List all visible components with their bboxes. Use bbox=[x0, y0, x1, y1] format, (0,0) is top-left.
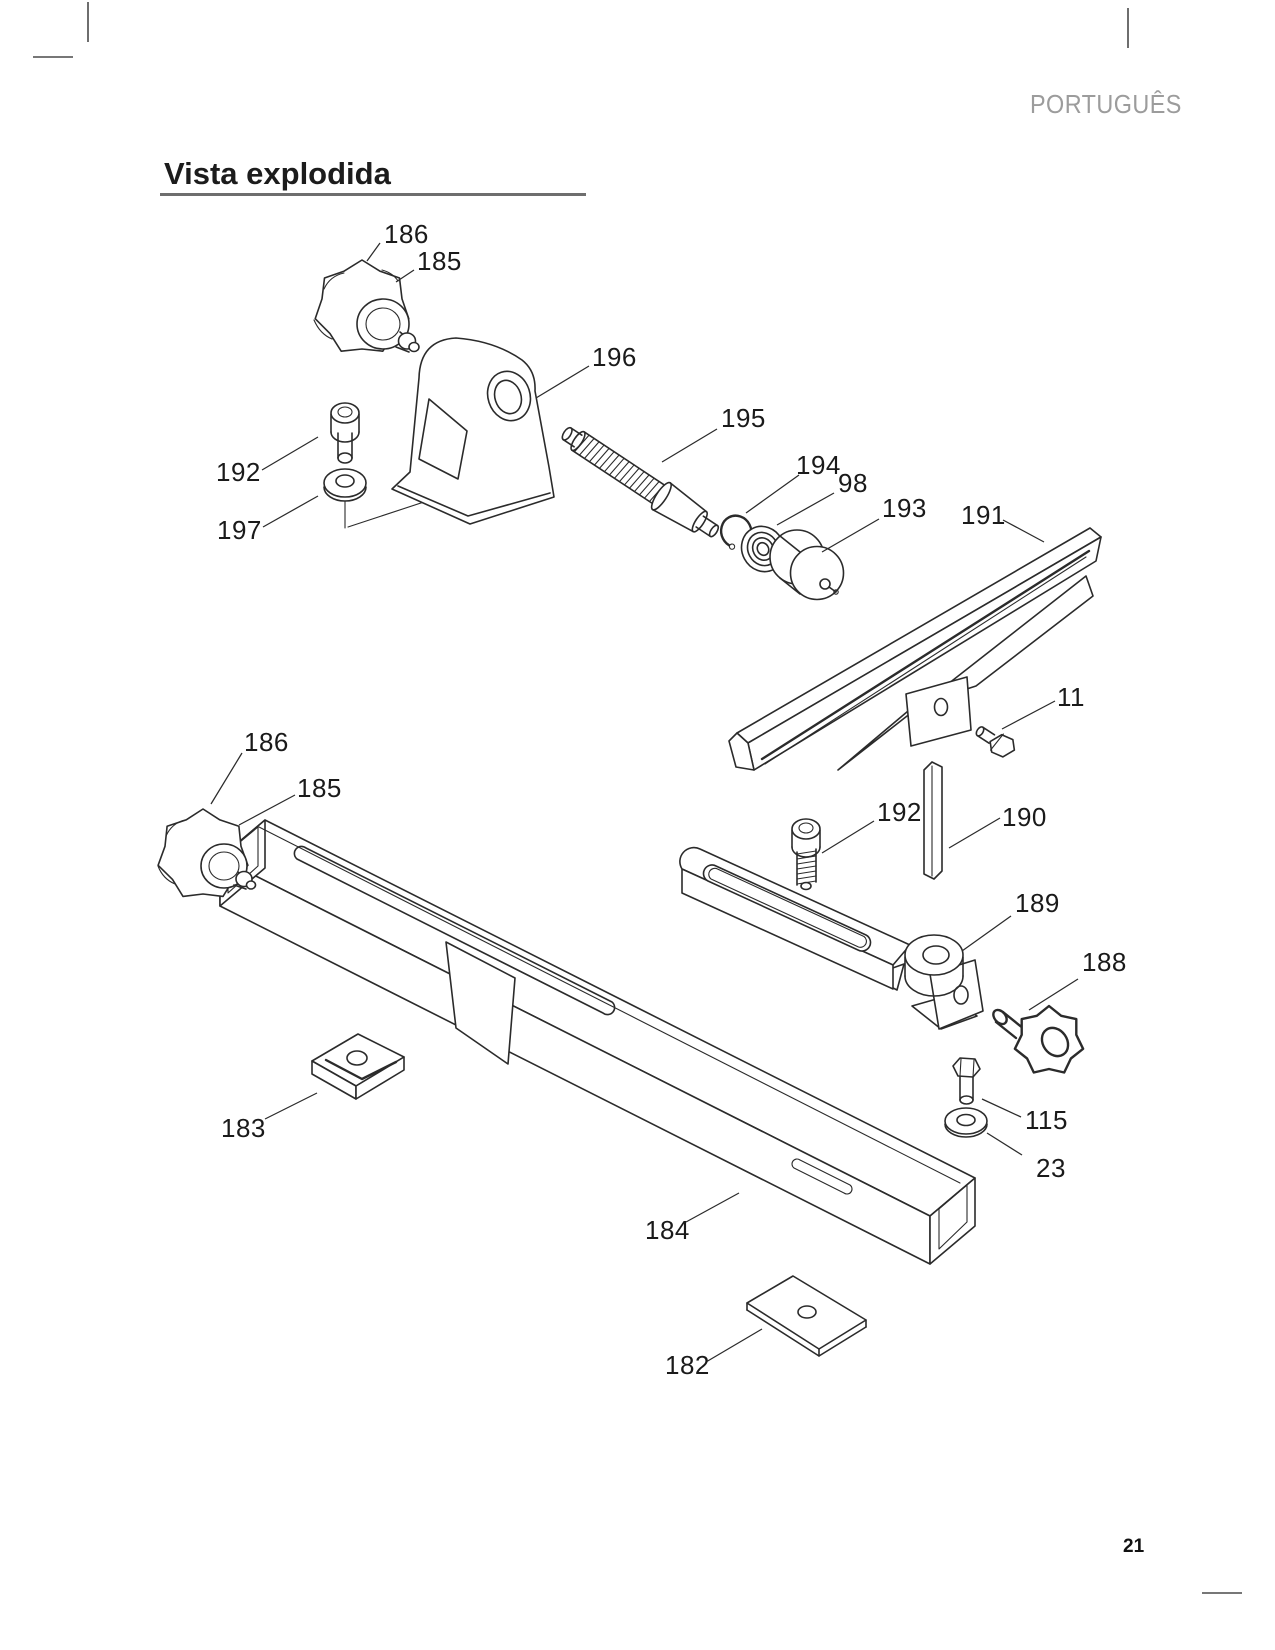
page-title: Vista explodida bbox=[164, 156, 391, 191]
leader-lines bbox=[210, 242, 1079, 1363]
part-square-rod bbox=[923, 761, 943, 880]
callout-196: 196 bbox=[592, 342, 637, 372]
part-washer bbox=[944, 1107, 988, 1138]
language-label: PORTUGUÊS bbox=[1030, 89, 1182, 119]
callout-191: 191 bbox=[961, 500, 1006, 530]
part-star-knob bbox=[992, 1004, 1085, 1074]
callout-185-lower: 185 bbox=[297, 773, 342, 803]
print-crop-marks bbox=[33, 2, 1242, 1594]
part-fence-rail bbox=[728, 527, 1102, 771]
callout-23: 23 bbox=[1036, 1153, 1066, 1183]
part-slide-plate bbox=[311, 1033, 405, 1100]
part-base-plate bbox=[746, 1275, 867, 1357]
part-bracket bbox=[391, 337, 555, 525]
part-roller bbox=[769, 529, 845, 601]
part-screw-top bbox=[330, 402, 360, 464]
callout-182: 182 bbox=[665, 1350, 710, 1380]
callout-189: 189 bbox=[1015, 888, 1060, 918]
part-beam bbox=[219, 819, 976, 1265]
callout-98: 98 bbox=[838, 468, 868, 498]
part-knob-top bbox=[313, 259, 420, 353]
callout-192-top: 192 bbox=[216, 457, 261, 487]
page-number: 21 bbox=[1123, 1536, 1145, 1557]
callout-115: 115 bbox=[1025, 1105, 1068, 1135]
callout-194: 194 bbox=[796, 450, 841, 480]
callout-185-top: 185 bbox=[417, 246, 462, 276]
part-hex-bolt bbox=[952, 1057, 981, 1105]
callout-193: 193 bbox=[882, 493, 927, 523]
callout-188: 188 bbox=[1082, 947, 1127, 977]
callout-186-top: 186 bbox=[384, 219, 429, 249]
callout-183: 183 bbox=[221, 1113, 266, 1143]
callout-184: 184 bbox=[645, 1215, 690, 1245]
callout-190: 190 bbox=[1002, 802, 1047, 832]
part-lead-screw bbox=[561, 426, 720, 538]
callout-195: 195 bbox=[721, 403, 766, 433]
callout-186-lower: 186 bbox=[244, 727, 289, 757]
part-knob-left bbox=[157, 808, 257, 898]
callout-192-lower: 192 bbox=[877, 797, 922, 827]
part-screw-lower bbox=[791, 818, 821, 891]
part-stop-arm bbox=[679, 846, 984, 1030]
title-rule bbox=[160, 193, 586, 196]
part-hex-bolt-small bbox=[975, 726, 1016, 758]
callout-197: 197 bbox=[217, 515, 262, 545]
callout-11: 11 bbox=[1057, 682, 1085, 712]
